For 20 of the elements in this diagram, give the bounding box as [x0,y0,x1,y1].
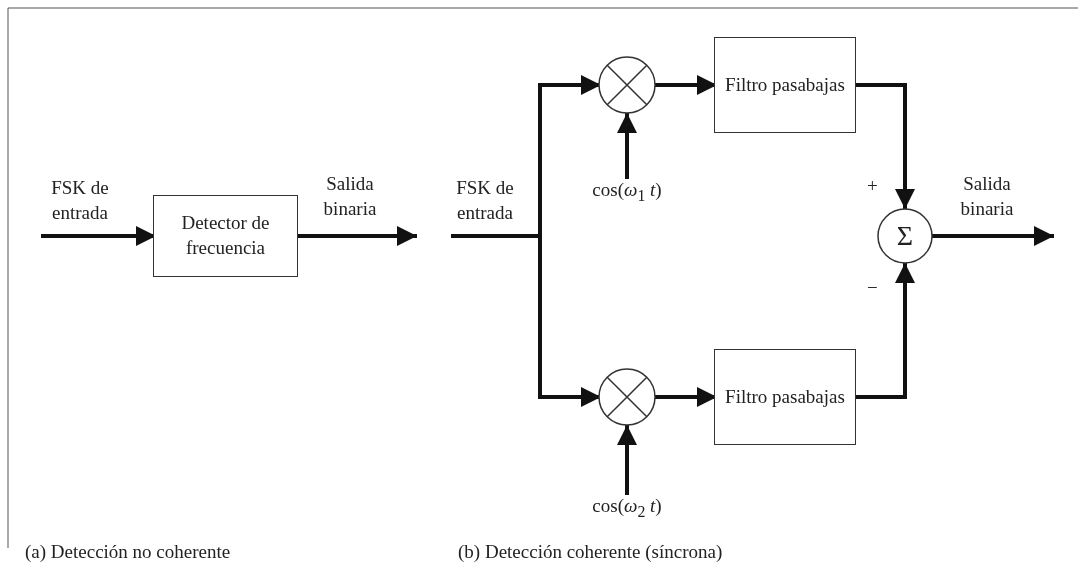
signal-label: FSK de entrada [40,176,120,246]
signal-label: cos(ω$_{2}$ t) [582,494,672,528]
arrow [617,113,637,179]
process-box: Filtro pasabajas [714,37,856,133]
multiplier-symbol [598,56,656,114]
signal-label: Salida binaria [318,172,418,246]
arrow [617,425,637,495]
signal-label: cos(ω$_{1}$ t) [582,178,672,212]
arrow [297,226,417,246]
arrow [932,226,1054,246]
arrow [855,83,915,209]
signal-label: Salida binaria [955,172,1055,246]
panel-caption: (a) Detección no coherente [25,541,231,563]
multiplier-symbol [598,368,656,426]
process-box: Filtro pasabajas [714,349,856,445]
signal-label: FSK de entrada [450,176,520,246]
arrow [855,263,915,399]
summing-junction: Σ [877,208,933,264]
process-box: Detector de frecuencia [153,195,298,277]
panel-caption: (b) Detección coherente (síncrona) [458,541,723,563]
